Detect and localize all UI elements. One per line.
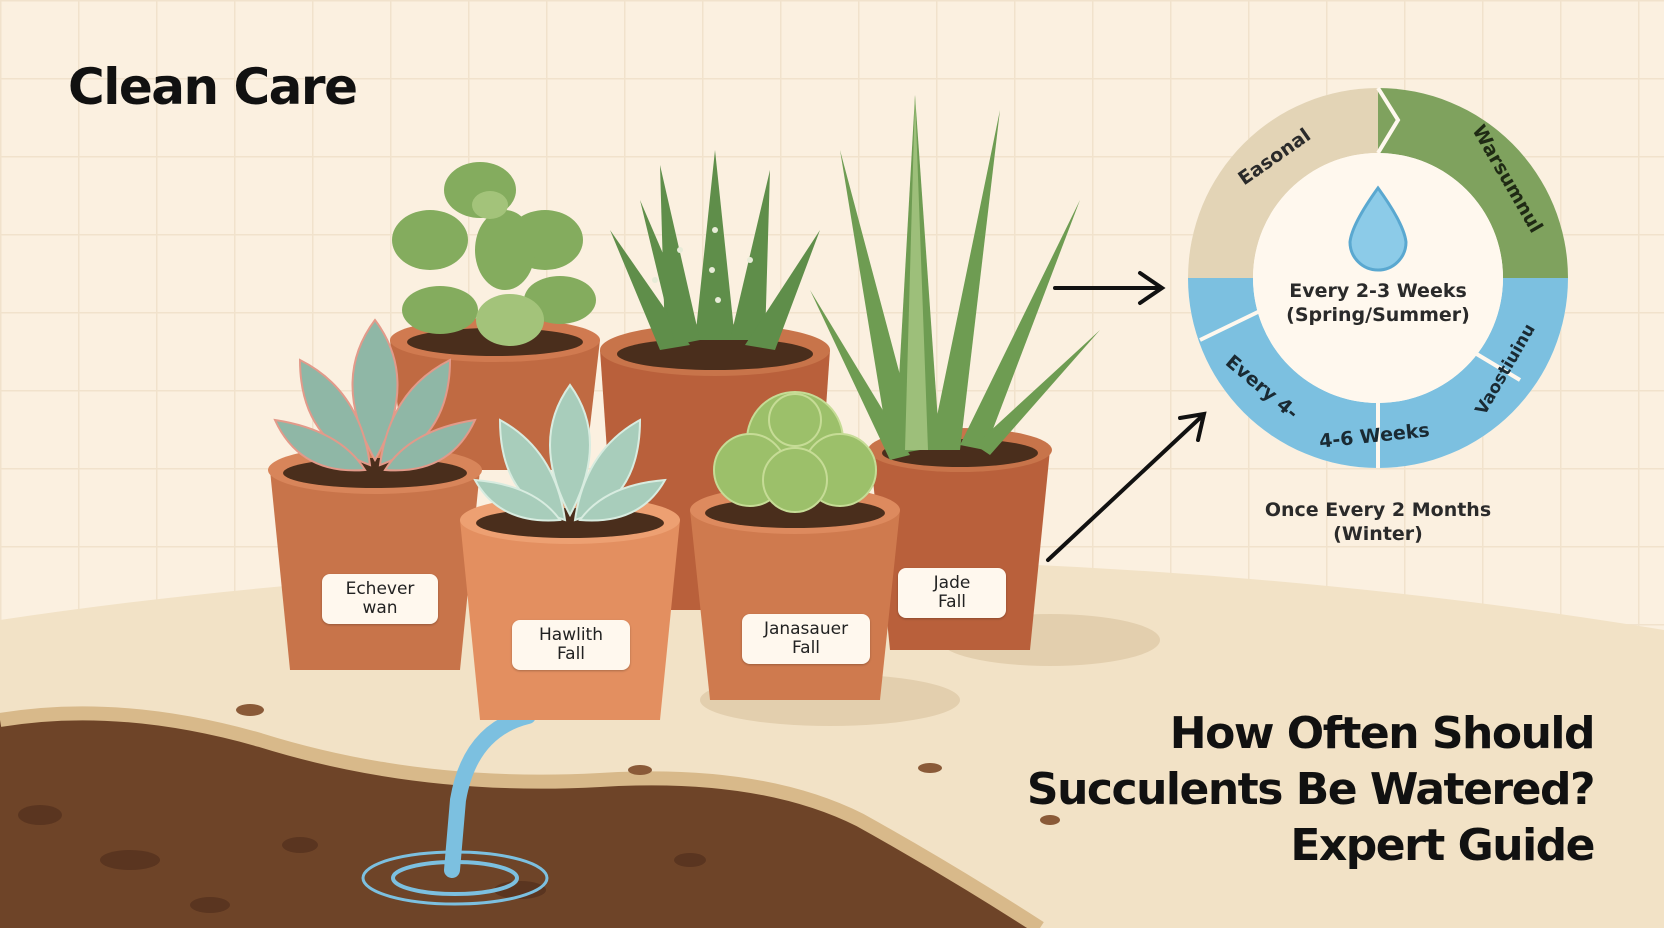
pot-label-echeveria: Echever wan <box>322 574 438 624</box>
pot-label-note: Fall <box>791 638 821 658</box>
pot-label-jade: Jade Fall <box>898 568 1006 618</box>
pot-label-note: wan <box>362 598 398 618</box>
cycle-center-line-2: (Spring/Summer) <box>1286 304 1470 326</box>
water-drop-icon <box>1348 185 1408 272</box>
headline: How Often Should Succulents Be Watered? … <box>1026 706 1596 874</box>
arrow-right-icon <box>1053 271 1166 305</box>
cycle-winter-line-2: (Winter) <box>1333 523 1423 545</box>
headline-line-2: Succulents Be Watered? <box>1026 764 1596 815</box>
headline-line-3: Expert Guide <box>1290 820 1595 871</box>
watering-cycle-ring <box>1188 86 1568 468</box>
water-ripples <box>361 850 549 906</box>
pot-label-janasauer: Janasauer Fall <box>742 614 870 664</box>
arrow-diagonal-icon <box>1046 411 1207 562</box>
table-specks <box>236 704 1060 825</box>
pot-label-hawlith: Hawlith Fall <box>512 620 630 670</box>
pot-label-name: Echever <box>345 579 415 599</box>
cycle-center-text: Every 2-3 Weeks (Spring/Summer) <box>1268 279 1488 327</box>
pot-label-note: Fall <box>937 592 967 612</box>
brand-title: Clean Care <box>68 58 358 116</box>
pot-label-name: Janasauer <box>763 619 849 639</box>
cycle-center-line-1: Every 2-3 Weeks <box>1289 280 1467 302</box>
pot-label-note: Fall <box>556 644 586 664</box>
water-stream <box>444 708 536 878</box>
cycle-winter-line-1: Once Every 2 Months <box>1264 499 1492 521</box>
cycle-winter-text: Once Every 2 Months (Winter) <box>1248 498 1508 546</box>
pot-label-name: Hawlith <box>539 625 603 645</box>
soil-band <box>0 713 1040 928</box>
headline-line-1: How Often Should <box>1169 708 1596 759</box>
pot-label-name: Jade <box>933 573 971 593</box>
soil-edge <box>0 706 1044 928</box>
